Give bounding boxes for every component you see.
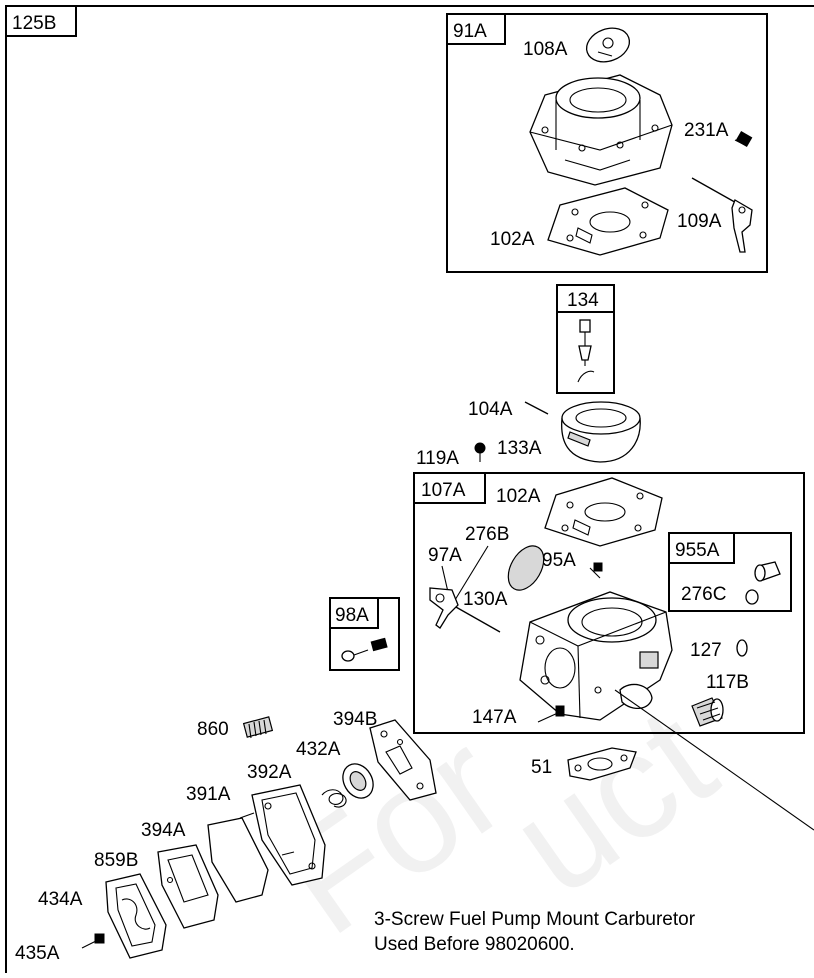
callout-860: 860: [197, 719, 229, 740]
callout-276b: 276B: [465, 524, 509, 545]
callout-394a: 394A: [141, 820, 186, 841]
note-line-1: 3-Screw Fuel Pump Mount Carburetor: [374, 909, 696, 930]
part-main-body: [519, 591, 673, 721]
part-860-spring: [242, 716, 274, 739]
part-391a-pump-body: [239, 784, 326, 886]
part-119a-screw: [474, 442, 486, 462]
callout-51: 51: [531, 757, 552, 778]
part-108a-plate: [585, 27, 631, 63]
leader-97a: [441, 565, 449, 593]
callout-108a: 108A: [523, 39, 568, 60]
leader-line-right: [614, 689, 814, 831]
callout-276c: 276C: [681, 584, 726, 605]
part-147a-screw: [537, 705, 565, 723]
part-231a-screw: [734, 130, 753, 148]
callout-394b: 394B: [333, 709, 377, 730]
assembly-107a-label: 107A: [421, 480, 466, 501]
callout-109a: 109A: [677, 211, 722, 232]
callout-392a: 392A: [247, 762, 292, 783]
part-127-ring: [736, 639, 748, 657]
part-102a-gasket-main: [544, 477, 663, 547]
part-top-body: [529, 74, 673, 186]
part-394a-diaphragm: [207, 817, 269, 903]
callout-97a: 97A: [428, 545, 462, 566]
part-392a-spring: [321, 789, 347, 808]
assembly-134[interactable]: 134: [556, 284, 615, 394]
part-98a-screws: [341, 637, 388, 662]
part-133a-float: [561, 401, 641, 463]
assembly-955a-label: 955A: [675, 540, 720, 561]
part-109a-shaft: [691, 177, 753, 253]
callout-102a-main: 102A: [496, 486, 541, 507]
note-line-2: Used Before 98020600.: [374, 934, 575, 955]
part-434a-cover: [105, 873, 167, 959]
assembly-107a-label-box: [413, 472, 486, 504]
callout-95a: 95A: [542, 550, 576, 571]
callout-231a: 231A: [684, 120, 729, 141]
callout-133a: 133A: [497, 438, 542, 459]
frame-label-box: [5, 5, 77, 37]
callout-147a: 147A: [472, 707, 517, 728]
assembly-107a[interactable]: 107A 102A 276B 97A 130A 95A: [413, 472, 805, 734]
callout-117b: 117B: [706, 672, 749, 693]
assembly-98a-label: 98A: [335, 605, 369, 626]
part-134-needle-valve: [577, 319, 595, 383]
assembly-91a-box: [446, 13, 768, 273]
callout-859b: 859B: [94, 850, 138, 871]
part-130a-choke-shaft: [429, 587, 501, 633]
part-51-gasket: [567, 747, 637, 781]
part-432a-cup: [342, 763, 374, 799]
assembly-98a-label-box: [329, 597, 379, 629]
callout-127: 127: [690, 640, 722, 661]
part-117b-jet: [691, 697, 724, 727]
part-859b-gasket: [157, 844, 219, 929]
callout-104a: 104A: [468, 399, 513, 420]
assembly-98a[interactable]: 98A: [329, 597, 400, 671]
callout-391a: 391A: [186, 784, 231, 805]
callout-432a: 432A: [296, 739, 341, 760]
callout-434a: 434A: [38, 889, 83, 910]
leader-276b: [454, 545, 489, 601]
assembly-955a[interactable]: 955A 276C: [668, 532, 792, 612]
assembly-91a[interactable]: 91A 108A 231A: [446, 13, 768, 273]
assembly-91a-label-box: [446, 13, 506, 45]
assembly-134-label: 134: [567, 290, 599, 311]
part-276c-fitting: [745, 561, 781, 605]
part-104a-pin: [524, 401, 549, 415]
assembly-955a-label-box: [668, 532, 735, 564]
callout-102a-top: 102A: [490, 229, 535, 250]
part-102a-gasket-top: [547, 187, 669, 256]
assembly-107a-box: [413, 472, 805, 734]
assembly-134-label-box: [556, 284, 615, 313]
assembly-91a-label: 91A: [453, 21, 487, 42]
part-435a-screw: [81, 933, 105, 949]
part-394b-gasket: [369, 719, 437, 801]
frame-label: 125B: [12, 13, 56, 34]
callout-119a: 119A: [416, 448, 459, 469]
callout-435a: 435A: [15, 943, 60, 964]
callout-130a: 130A: [463, 589, 508, 610]
part-95a-choke-plate: [507, 545, 603, 591]
outer-frame: [5, 5, 814, 978]
